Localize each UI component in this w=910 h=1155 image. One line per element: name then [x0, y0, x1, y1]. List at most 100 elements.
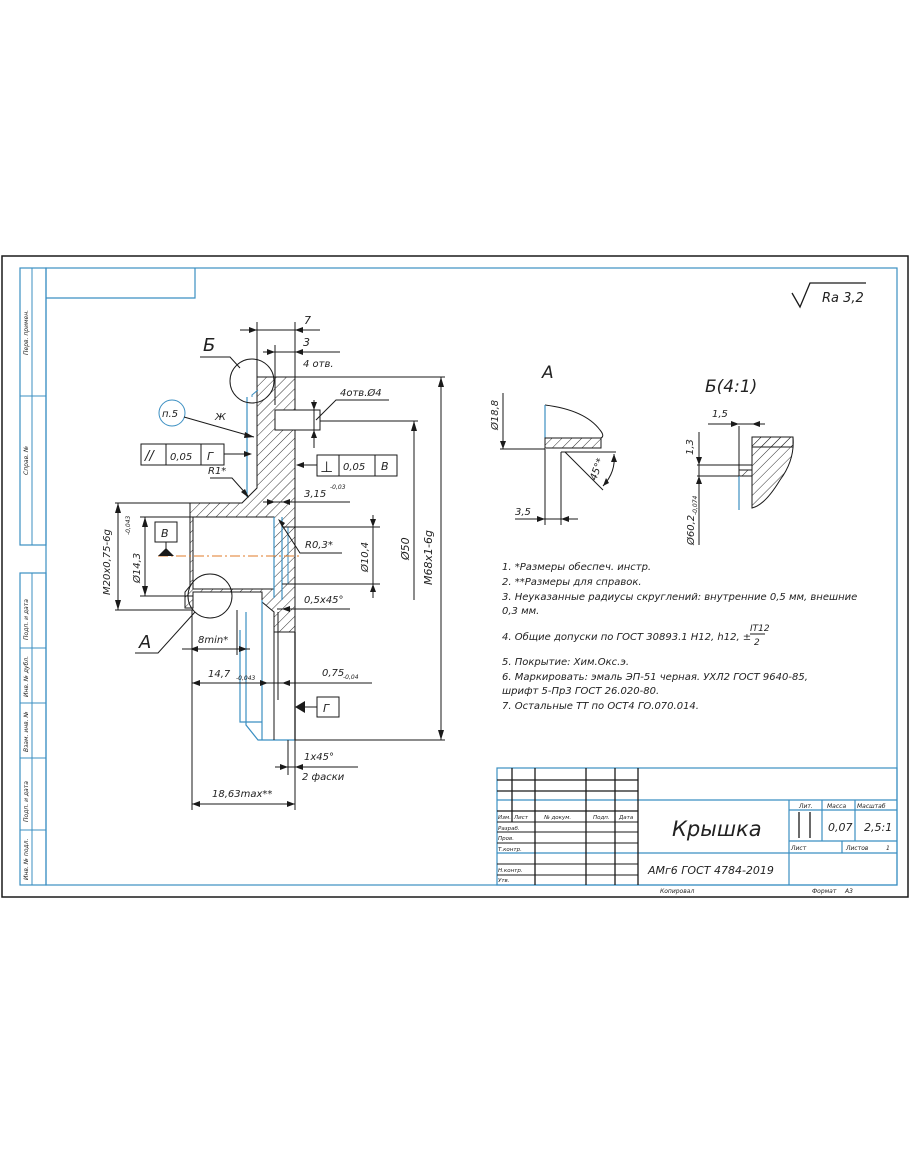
- datum-b-label: В: [161, 527, 169, 540]
- side-stamp-label: Взам. инв. №: [23, 711, 30, 752]
- dim-d143: Ø14,3: [131, 553, 143, 584]
- datum-g-marker: Г: [295, 696, 340, 718]
- dim-315: 3,15: [304, 489, 326, 500]
- dim-m20: M20x0,75-6g: [102, 529, 113, 595]
- perpendicular-datum: В: [381, 460, 389, 473]
- dim-r1: R1*: [208, 466, 226, 477]
- parallel-value: 0,05: [170, 452, 192, 463]
- roughness-symbol: Ra 3,2: [791, 282, 866, 309]
- section-label-a: А: [138, 632, 151, 653]
- side-stamp-bottom: Подп. и дата Инв. № дубл. Взам. инв. № П…: [19, 572, 47, 886]
- top-left-box: [46, 268, 196, 299]
- tb-scale-value: 2,5:1: [864, 821, 892, 834]
- note-line: 4. Общие допуски по ГОСТ 30893.1 H12, h1…: [502, 631, 751, 643]
- note-line: 1. *Размеры обеспеч. инстр.: [502, 561, 651, 573]
- perpendicular-value: 0,05: [343, 462, 365, 473]
- bore: [192, 516, 275, 590]
- perpendicular-symbol: ⊥: [320, 458, 333, 476]
- detail-b-d15: 1,5: [712, 409, 728, 420]
- dim-8min: 8min*: [198, 635, 228, 646]
- detail-a-title: А: [541, 363, 554, 383]
- roughness-value: Ra 3,2: [822, 291, 864, 306]
- dim-d143-tol: -0,043: [125, 515, 132, 535]
- note-line: 7. Остальные ТТ по ОСТ4 ГО.070.014.: [502, 701, 699, 712]
- detail-a-view: А 45°* Ø18,8 3,5: [489, 363, 617, 525]
- tb-sheet-label: Лист: [790, 845, 807, 852]
- detail-a-d35: 3,5: [515, 507, 531, 518]
- side-stamp-label: Справ. №: [23, 446, 30, 475]
- sheet-outer-border: [1, 255, 909, 898]
- tb-header: № докум.: [543, 815, 571, 821]
- side-stamp-top: Перв. примен. Справ. №: [19, 267, 47, 546]
- drawing-frame: [45, 267, 898, 886]
- tb-copied-label: Копировал: [660, 888, 694, 895]
- tb-sheets-label: Листов: [845, 845, 869, 852]
- dim-r03: R0,3*: [305, 540, 333, 551]
- tb-role: Н.контр.: [498, 868, 523, 874]
- tb-role: Разраб.: [498, 826, 520, 832]
- datum-g-label: Г: [323, 702, 330, 715]
- tb-header: Изм.: [498, 815, 511, 821]
- detail-b-title: Б(4:1): [705, 377, 757, 397]
- datum-b-marker: В: [154, 521, 178, 556]
- dim-315-tol: -0,03: [330, 484, 346, 491]
- side-stamp-label: Подп. и дата: [23, 781, 30, 822]
- detail-b-d13: 1,3: [685, 439, 696, 455]
- tb-mass-value: 0,07: [828, 821, 853, 834]
- note-ref: п.5: [162, 409, 178, 420]
- tb-role: Утв.: [498, 878, 510, 884]
- part-title: Крышка: [672, 817, 762, 841]
- dim-075-tol: -0,04: [343, 674, 359, 681]
- dim-147: 14,7: [208, 669, 231, 680]
- section-label-b: Б: [203, 335, 215, 356]
- tb-role: Т.контр.: [498, 847, 522, 853]
- side-stamp-label: Инв. № дубл.: [23, 656, 30, 697]
- tb-lit-label: Лит.: [798, 803, 813, 810]
- tolerance-frame-perpendicular: ⊥ 0,05 В: [296, 454, 398, 477]
- dim-7: 7: [304, 314, 311, 327]
- tb-header: Подп.: [593, 815, 610, 821]
- note-line: 6. Маркировать: эмаль ЭП-51 черная. УХЛ2…: [502, 672, 808, 683]
- dim-m68: M68x1-6g: [422, 530, 435, 585]
- tb-header: Лист: [513, 815, 529, 821]
- note-line: 5. Покрытие: Хим.Окс.э.: [502, 657, 629, 668]
- note-fraction-denominator: 2: [754, 638, 760, 648]
- detail-a-angle: 45°*: [588, 457, 606, 482]
- detail-b-d602: Ø60,2: [685, 515, 697, 546]
- detail-circle-b: [229, 358, 275, 404]
- note-line: 2. **Размеры для справок.: [502, 577, 642, 588]
- dim-holes-d4: 4отв.Ø4: [340, 387, 382, 399]
- dim-holes-4: 4 отв.: [303, 359, 334, 370]
- tb-header: Дата: [618, 815, 634, 821]
- note-line: шрифт 5-Пр3 ГОСТ 26.020-80.: [502, 686, 659, 697]
- tolerance-frame-parallel: // 0,05 Г: [140, 443, 252, 466]
- dim-d104: Ø10,4: [359, 542, 371, 573]
- mounting-hole: [274, 409, 321, 431]
- note-line: 0,3 мм.: [502, 606, 539, 617]
- note-line: 3. Неуказанные радиусы скруглений: внутр…: [502, 592, 857, 603]
- detail-b-view: Б(4:1) 1,5 1,3 Ø60,2 -0,074: [685, 377, 794, 546]
- dim-147-tol: -0,043: [236, 675, 256, 682]
- tb-format-label: Формат: [812, 888, 837, 895]
- dim-1863: 18,63max**: [212, 789, 272, 800]
- dim-chamfer-1: 1x45°: [304, 752, 334, 763]
- detail-a-d188: Ø18,8: [489, 400, 501, 431]
- dim-075: 0,75: [322, 668, 344, 679]
- side-stamp-label: Перв. примен.: [23, 310, 30, 355]
- note-fraction-numerator: IT12: [750, 624, 770, 634]
- side-stamp-label: Инв. № подл.: [23, 839, 30, 880]
- tb-scale-label: Масштаб: [857, 803, 886, 810]
- dim-chamfer-05: 0,5x45°: [304, 595, 344, 606]
- dim-d50: Ø50: [399, 537, 412, 561]
- tb-sheets-value: 1: [886, 845, 890, 852]
- note-ref-bubble: [158, 399, 186, 427]
- tb-role: Пров.: [498, 836, 514, 842]
- technical-notes: 1. *Размеры обеспеч. инстр. 2. **Размеры…: [502, 561, 857, 712]
- main-section-view: Б А п.5 Ж // 0,05 Г ⊥ 0,05 В: [102, 314, 445, 810]
- part-material: АМг6 ГОСТ 4784-2019: [647, 864, 774, 877]
- tb-format-value: A3: [844, 888, 853, 895]
- parallel-symbol: //: [144, 449, 155, 464]
- parallel-datum: Г: [207, 450, 214, 463]
- title-block: Изм. Лист № докум. Подп. Дата Разраб. Пр…: [496, 767, 898, 895]
